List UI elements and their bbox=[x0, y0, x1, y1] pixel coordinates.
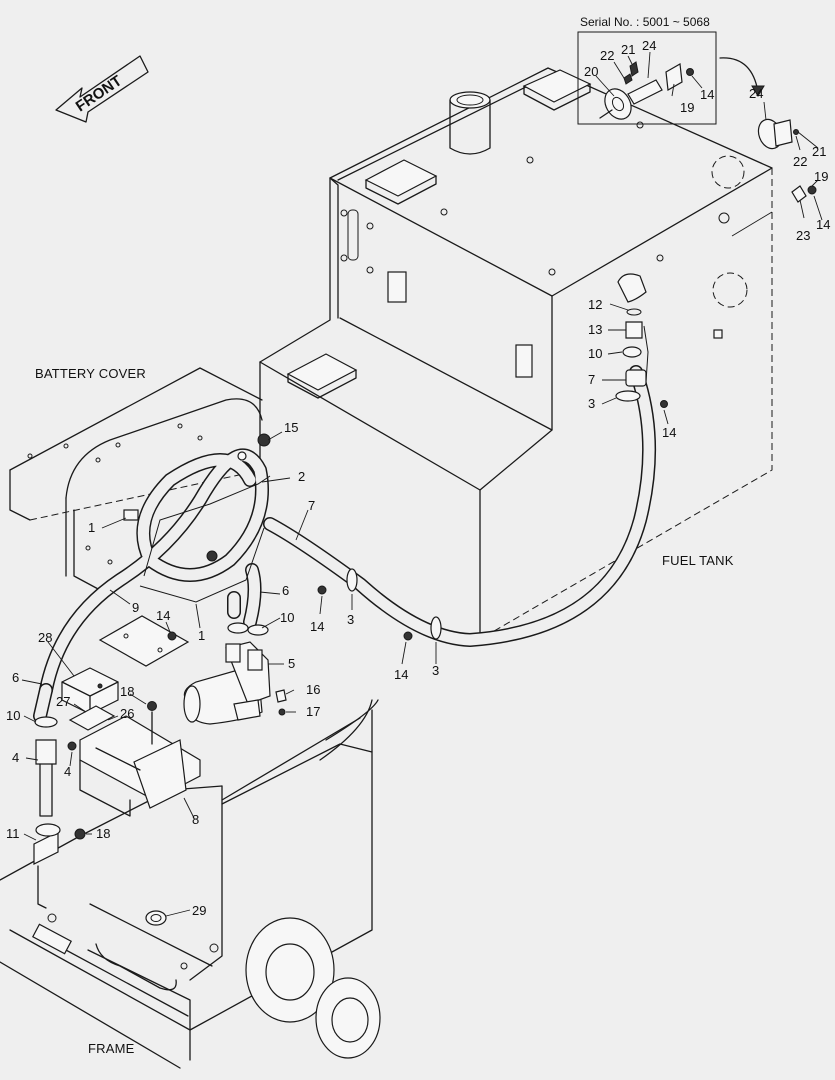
callout-28: 28 bbox=[38, 630, 52, 645]
callout-9: 9 bbox=[132, 600, 139, 615]
tank-fitting-stack bbox=[622, 308, 668, 408]
callout-1: 1 bbox=[198, 628, 205, 643]
callout-2: 2 bbox=[298, 469, 305, 484]
callout-1: 1 bbox=[88, 520, 95, 535]
callout-12: 12 bbox=[588, 297, 602, 312]
callout-20: 20 bbox=[584, 64, 598, 79]
serial-note: Serial No. : 5001 ~ 5068 bbox=[580, 15, 710, 29]
callout-17: 17 bbox=[306, 704, 320, 719]
callout-24: 24 bbox=[642, 38, 656, 53]
callout-3: 3 bbox=[432, 663, 439, 678]
callout-5: 5 bbox=[288, 656, 295, 671]
callout-16: 16 bbox=[306, 682, 320, 697]
front-arrow: FRONT bbox=[55, 55, 149, 123]
callout-19: 19 bbox=[680, 100, 694, 115]
callout-8: 8 bbox=[192, 812, 199, 827]
frame-caption: FRAME bbox=[88, 1041, 135, 1056]
sender-exploded-detail bbox=[731, 101, 823, 237]
callout-11: 11 bbox=[6, 826, 20, 841]
callout-7: 7 bbox=[588, 372, 595, 387]
callout-26: 26 bbox=[120, 706, 134, 721]
callout-6: 6 bbox=[12, 670, 19, 685]
callout-10: 10 bbox=[6, 708, 20, 723]
callout-21: 21 bbox=[621, 42, 635, 57]
callout-24: 24 bbox=[749, 86, 763, 101]
callout-14: 14 bbox=[394, 667, 408, 682]
fuel-tank bbox=[259, 67, 773, 639]
callout-29: 29 bbox=[192, 903, 206, 918]
fuel-pump-assembly bbox=[33, 433, 413, 909]
callout-14: 14 bbox=[310, 619, 324, 634]
callout-4: 4 bbox=[64, 764, 71, 779]
callout-7: 7 bbox=[308, 498, 315, 513]
callout-15: 15 bbox=[284, 420, 298, 435]
hose-clamps bbox=[346, 369, 647, 640]
callout-6: 6 bbox=[282, 583, 289, 598]
callout-4: 4 bbox=[12, 750, 19, 765]
callout-22: 22 bbox=[600, 48, 614, 63]
callout-3: 3 bbox=[588, 396, 595, 411]
battery-cover bbox=[9, 367, 263, 591]
serial-inset: Serial No. : 5001 ~ 5068 bbox=[577, 15, 765, 125]
callout-14: 14 bbox=[156, 608, 170, 623]
callout-27: 27 bbox=[56, 694, 70, 709]
fuel-hoses bbox=[33, 365, 657, 723]
frame bbox=[0, 699, 381, 1069]
callout-21: 21 bbox=[812, 144, 826, 159]
battery-cover-caption: BATTERY COVER bbox=[35, 366, 146, 381]
fuel-tank-caption: FUEL TANK bbox=[662, 553, 734, 568]
callout-18: 18 bbox=[120, 684, 134, 699]
callout-13: 13 bbox=[588, 322, 602, 337]
callout-22: 22 bbox=[793, 154, 807, 169]
callout-23: 23 bbox=[796, 228, 810, 243]
callout-3: 3 bbox=[347, 612, 354, 627]
callout-14: 14 bbox=[816, 217, 830, 232]
callout-19: 19 bbox=[814, 169, 828, 184]
callout-14: 14 bbox=[700, 87, 714, 102]
callout-10: 10 bbox=[280, 610, 294, 625]
callout-10: 10 bbox=[588, 346, 602, 361]
leader-lines bbox=[21, 303, 669, 917]
callout-14: 14 bbox=[662, 425, 676, 440]
callout-18: 18 bbox=[96, 826, 110, 841]
callout-numbers: 20 22 21 24 19 14 24 22 21 19 23 14 12 1… bbox=[6, 38, 830, 918]
